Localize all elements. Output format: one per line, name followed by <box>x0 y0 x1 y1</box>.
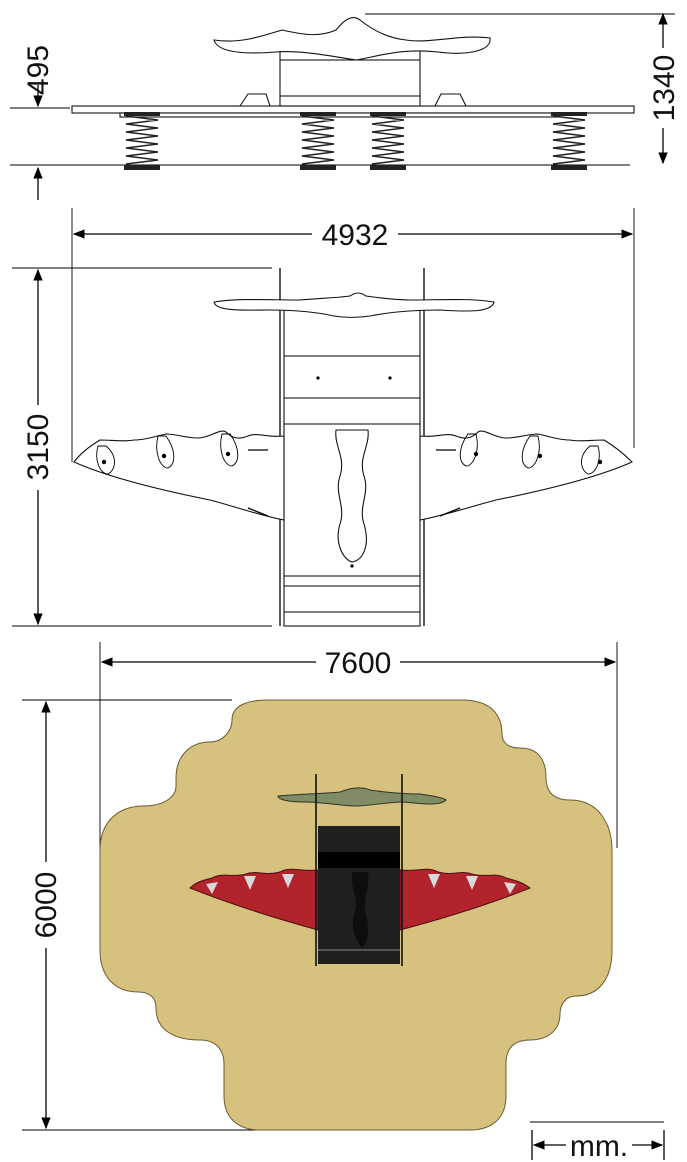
dimension-4932-label: 4932 <box>322 219 389 252</box>
dimension-3150-label: 3150 <box>22 414 55 481</box>
top-right-wing <box>419 430 633 521</box>
dimension-6000: 6000 <box>22 699 292 1131</box>
unit-label: mm. <box>570 1130 628 1162</box>
dimension-6000-label: 6000 <box>30 872 63 939</box>
dimension-1340: 1340 <box>648 12 681 165</box>
unit-indicator: mm. <box>530 1121 665 1162</box>
top-view <box>73 268 633 627</box>
dimension-1340-label: 1340 <box>648 55 681 122</box>
side-view <box>10 13 675 171</box>
dimension-4932: 4932 <box>71 208 635 462</box>
area-left-wing <box>189 868 319 931</box>
dimension-495-label: 495 <box>22 45 55 95</box>
dimension-7600-label: 7600 <box>325 647 392 680</box>
safety-area-view <box>99 699 613 1131</box>
area-head <box>277 787 447 807</box>
top-left-wing <box>73 430 285 521</box>
dimension-3150: 3150 <box>12 267 272 627</box>
dimension-495: 495 <box>22 45 55 200</box>
dimension-7600: 7600 <box>99 642 618 880</box>
